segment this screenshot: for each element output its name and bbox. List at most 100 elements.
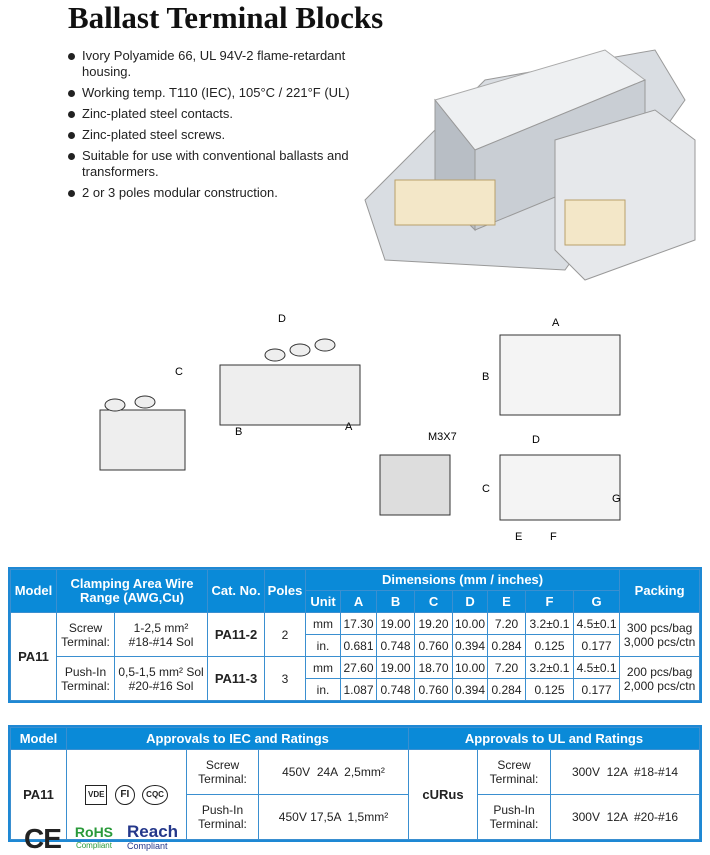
dim-label-a-top: A	[552, 317, 560, 329]
unit: in.	[305, 678, 342, 701]
vde-mark-icon: VDE	[85, 784, 108, 805]
dim-f: 3.2±0.1	[525, 656, 575, 679]
dim-label-a: A	[345, 421, 353, 433]
header-g: G	[573, 590, 621, 613]
dim-label-d-front: D	[532, 434, 540, 446]
terminal-type: Push-In Terminal:	[56, 656, 115, 701]
terminal-type: Push-In Terminal:	[477, 794, 551, 840]
cqc-mark-icon: CQC	[142, 784, 168, 805]
dim-d: 0.394	[452, 634, 489, 657]
top-and-front-view-drawing: A B D C G E F	[482, 317, 621, 543]
iec-marks: VDE FI CQC	[66, 749, 187, 840]
dim-e: 0.284	[487, 634, 527, 657]
dim-g: 0.177	[573, 634, 621, 657]
dim-b: 0.748	[376, 678, 416, 701]
product-photo	[364, 49, 696, 281]
dim-b: 19.00	[376, 656, 416, 679]
terminal-type: Screw Terminal:	[186, 749, 259, 795]
dim-g: 0.177	[573, 678, 621, 701]
feature-item: Ivory Polyamide 66, UL 94V-2 flame-retar…	[64, 48, 364, 80]
unit: mm	[305, 612, 342, 635]
feature-item: Zinc-plated steel contacts.	[64, 106, 364, 122]
dim-b: 19.00	[376, 612, 416, 635]
feature-item: Suitable for use with conventional balla…	[64, 148, 364, 180]
dim-d: 0.394	[452, 678, 489, 701]
dim-f: 0.125	[525, 634, 575, 657]
terminal-type: Screw Terminal:	[477, 749, 551, 795]
dim-label-g: G	[612, 493, 621, 505]
dim-f: 3.2±0.1	[525, 612, 575, 635]
approvals-table: Model Approvals to IEC and Ratings Appro…	[7, 725, 703, 842]
header-iec: Approvals to IEC and Ratings	[66, 727, 409, 750]
screw-label: M3X7	[428, 431, 457, 443]
dim-label-c-front: C	[482, 483, 490, 495]
dim-a: 17.30	[340, 612, 378, 635]
header-ul: Approvals to UL and Ratings	[407, 727, 701, 750]
iec-rating: 450V 24A 2,5mm²	[258, 749, 409, 795]
dim-d: 10.00	[452, 612, 489, 635]
model-cell: PA11	[10, 749, 67, 840]
dim-e: 7.20	[487, 612, 527, 635]
header-model: Model	[10, 727, 67, 750]
dim-c: 0.760	[414, 634, 454, 657]
unit: in.	[305, 634, 342, 657]
table-row: PA11 Screw Terminal: 1-2,5 mm²#18-#14 So…	[10, 612, 701, 701]
feature-item: Working temp. T110 (IEC), 105°C / 221°F …	[64, 85, 364, 101]
dim-g: 4.5±0.1	[573, 612, 621, 635]
dim-label-c: C	[175, 366, 183, 378]
ce-mark-icon: CE	[24, 823, 62, 854]
header-unit: Unit	[305, 590, 342, 613]
header-model: Model	[10, 569, 57, 613]
header-d: D	[452, 590, 489, 613]
dim-c: 19.20	[414, 612, 454, 635]
dim-b: 0.748	[376, 634, 416, 657]
unit: mm	[305, 656, 342, 679]
poles: 2	[264, 612, 307, 657]
spec-table: Model Clamping Area Wire Range (AWG,Cu) …	[7, 567, 703, 703]
header-cat: Cat. No.	[207, 569, 266, 613]
header-f: F	[525, 590, 575, 613]
dim-c: 0.760	[414, 678, 454, 701]
header-a: A	[340, 590, 378, 613]
dim-e: 0.284	[487, 678, 527, 701]
header-b: B	[376, 590, 416, 613]
feature-item: Zinc-plated steel screws.	[64, 127, 364, 143]
dim-g: 4.5±0.1	[573, 656, 621, 679]
header-dimensions: Dimensions (mm / inches)	[305, 569, 621, 591]
dim-label-f: F	[550, 531, 557, 543]
terminal-type: Push-In Terminal:	[186, 794, 259, 840]
table-row: in. 0.681 0.748 0.760 0.394 0.284 0.125 …	[11, 634, 700, 657]
ul-mark-icon: cURus	[408, 749, 478, 840]
wire-range: 0,5-1,5 mm² Sol#20-#16 Sol	[113, 656, 209, 701]
poles: 3	[264, 656, 307, 701]
header-packing: Packing	[619, 569, 701, 613]
iec-rating: 450V 17,5A 1,5mm²	[258, 794, 409, 840]
table-row: PA11 VDE FI CQC Screw Terminal: 450V 24A…	[10, 749, 701, 840]
section-drawing: M3X7	[379, 431, 457, 516]
dim-d: 10.00	[452, 656, 489, 679]
dim-label-d: D	[278, 313, 286, 325]
table-row: Push-In Terminal: 0,5-1,5 mm² Sol#20-#16…	[11, 656, 701, 701]
cat-no: PA11-3	[207, 656, 266, 701]
dim-label-e: E	[515, 531, 522, 543]
dim-label-b-top: B	[482, 371, 489, 383]
dim-e: 7.20	[487, 656, 527, 679]
header-c: C	[414, 590, 454, 613]
table-row: Push-In Terminal: 450V 17,5A 1,5mm² Push…	[11, 794, 701, 840]
fi-mark-icon: FI	[114, 784, 135, 805]
header-poles: Poles	[264, 569, 307, 613]
terminal-block-3d-drawing: C B A D	[99, 313, 361, 471]
model-cell: PA11	[10, 612, 57, 701]
page-title: Ballast Terminal Blocks	[68, 0, 384, 35]
feature-item: 2 or 3 poles modular construction.	[64, 185, 364, 201]
dim-label-b: B	[235, 426, 242, 438]
header-e: E	[487, 590, 527, 613]
dim-f: 0.125	[525, 678, 575, 701]
dim-c: 18.70	[414, 656, 454, 679]
terminal-type: Screw Terminal:	[56, 612, 115, 657]
